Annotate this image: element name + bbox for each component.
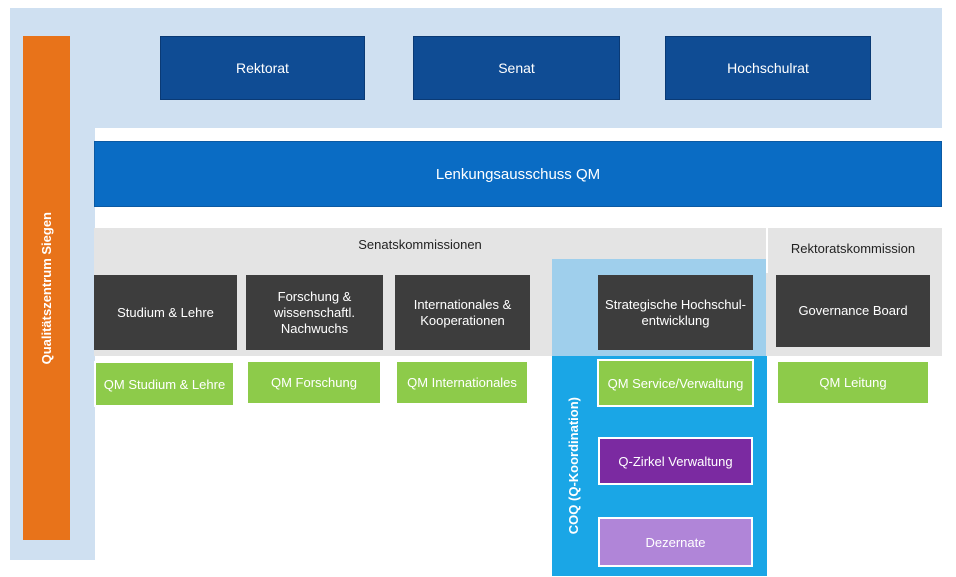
hochschulrat-label: Hochschulrat [727,60,809,76]
lenkungsausschuss-bar: Lenkungsausschuss QM [94,141,942,207]
qualitaetszentrum-sidebar: Qualitätszentrum Siegen [23,36,70,540]
rektorat-box: Rektorat [160,36,365,100]
senatskommissionen-heading: Senatskommissionen [300,234,540,254]
commission-governance-board: Governance Board [776,275,930,347]
commission-forschung-label: Forschung & wissenschaftl. Nachwuchs [274,288,355,336]
commission-governance-label: Governance Board [798,303,908,318]
q-zirkel-verwaltung-label: Q-Zirkel Verwaltung [618,453,733,469]
rektoratskommission-heading: Rektoratskommission [770,238,936,258]
qm-service-verwaltung: QM Service/Verwaltung [597,359,754,407]
lenkungsausschuss-label: Lenkungsausschuss QM [435,165,601,183]
rektorat-label: Rektorat [236,60,289,76]
qualitaetszentrum-label: Qualitätszentrum Siegen [39,211,54,365]
coq-label: COQ (Q-Koordination) [565,397,581,535]
commission-band-divider [766,228,768,273]
rektoratskommission-text: Rektoratskommission [790,240,916,256]
qm-leitung: QM Leitung [776,360,930,405]
commission-studium-lehre: Studium & Lehre [94,275,237,350]
qm-forschung: QM Forschung [246,360,382,405]
qm-studium-lehre: QM Studium & Lehre [94,361,235,407]
commission-strategische-label: Strategische Hochschul-entwicklung [605,296,746,328]
commission-strategische-entwicklung: Strategische Hochschul-entwicklung [598,275,753,350]
hochschulrat-box: Hochschulrat [665,36,871,100]
qm-studium-lehre-label: QM Studium & Lehre [103,376,226,392]
commission-internationales-label: Internationales & Kooperationen [413,296,512,328]
senatskommissionen-text: Senatskommissionen [358,236,482,252]
q-zirkel-verwaltung-box: Q-Zirkel Verwaltung [598,437,753,485]
qm-leitung-label: QM Leitung [819,375,887,390]
qm-internationales: QM Internationales [395,360,529,405]
coq-label-wrapper: COQ (Q-Koordination) [555,360,591,572]
commission-forschung: Forschung & wissenschaftl. Nachwuchs [246,275,383,350]
qm-service-verwaltung-label: QM Service/Verwaltung [607,375,744,391]
dezernate-label: Dezernate [645,534,706,550]
qm-forschung-label: QM Forschung [271,375,357,390]
senat-label: Senat [498,60,535,76]
commission-internationales: Internationales & Kooperationen [395,275,530,350]
senat-box: Senat [413,36,620,100]
qm-internationales-label: QM Internationales [407,375,517,390]
dezernate-box: Dezernate [598,517,753,567]
commission-studium-lehre-label: Studium & Lehre [117,304,214,320]
